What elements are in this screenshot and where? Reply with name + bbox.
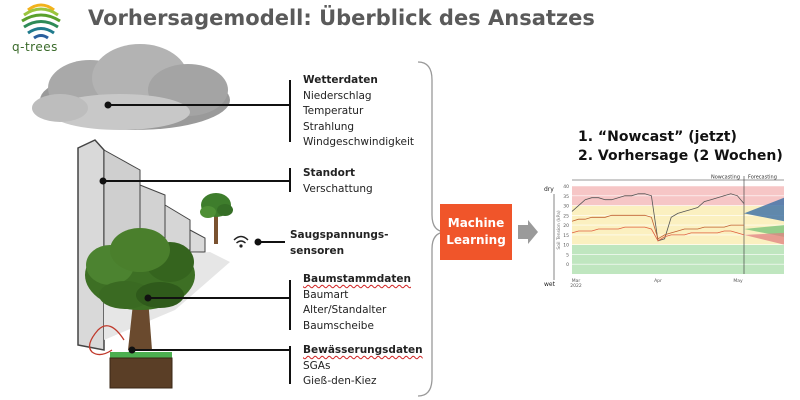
arrow-right-icon [518,220,538,244]
group-item: Windgeschwindigkeit [303,135,414,151]
x-tick-label: May [733,278,743,284]
group-title: Wetterdaten [303,73,414,89]
group-wetterdaten: Wetterdaten Niederschlag Temperatur Stra… [303,73,414,151]
y-tick-label: 0 [566,262,569,268]
wifi-sensor-icon [234,237,248,248]
segment-label-forecasting: Forecasting [748,175,777,181]
output-modes-list: 1. “Nowcast” (jetzt) 2. Vorhersage (2 Wo… [578,128,783,166]
ml-line-1: Machine [448,215,505,232]
y-tick-label: 20 [563,223,569,229]
group-item: Verschattung [303,182,373,198]
group-item: Alter/Standalter [303,303,411,319]
segment-label-nowcasting: Nowcasting [711,175,740,181]
group-baumstammdaten: Baumstammdaten Baumart Alter/Standalter … [303,272,411,334]
group-title: Baumstammdaten [303,272,411,288]
group-bewaesserungsdaten: Bewässerungsdaten SGAs Gieß-den-Kiez [303,343,423,390]
tree-dot [145,295,152,302]
group-item: Strahlung [303,120,414,136]
group-standort: Standort Verschattung [303,166,373,197]
y-tick-label: 40 [563,184,569,190]
group-item: SGAs [303,359,423,375]
ml-line-2: Learning [446,232,506,249]
soil-dot [129,347,136,354]
group-item: Baumscheibe [303,319,411,335]
group-item: Baumart [303,288,411,304]
group-title: Bewässerungsdaten [303,343,423,359]
group-item: Gieß-den-Kiez [303,374,423,390]
y-axis-label: Soil Tension (kPa) [556,210,562,249]
small-tree-icon [200,193,233,244]
y-tick-label: 25 [563,213,569,219]
band-wet [572,245,784,274]
group-title-cont: sensoren [290,244,389,260]
y-tick-label: 35 [563,194,569,200]
y-tick-label: 5 [566,252,569,258]
cloud-icon [32,44,230,130]
sensor-dot [255,239,262,246]
mode-forecast: 2. Vorhersage (2 Wochen) [578,147,783,166]
y-bottom-label: wet [544,281,556,288]
soil-block-icon [110,352,172,388]
soil-tension-chart: 0 5 10 15 20 25 30 35 40 Nowcasting Forecasting dry… [536,174,786,300]
y-tick-label: 30 [563,204,569,210]
cloud-dot [105,102,112,109]
y-tick-label: 10 [563,243,569,249]
group-sensoren: Saugspannungs- sensoren [290,228,389,259]
x-tick-label: 2022 [570,283,582,289]
x-tick-label: Apr [654,278,662,284]
group-title: Saugspannungs- [290,228,389,244]
building-dot [100,178,107,185]
machine-learning-box: Machine Learning [440,204,512,260]
group-title: Standort [303,166,373,182]
group-item: Temperatur [303,104,414,120]
y-tick-label: 15 [563,233,569,239]
y-top-label: dry [544,186,554,193]
group-item: Niederschlag [303,89,414,105]
mode-nowcast: 1. “Nowcast” (jetzt) [578,128,783,147]
